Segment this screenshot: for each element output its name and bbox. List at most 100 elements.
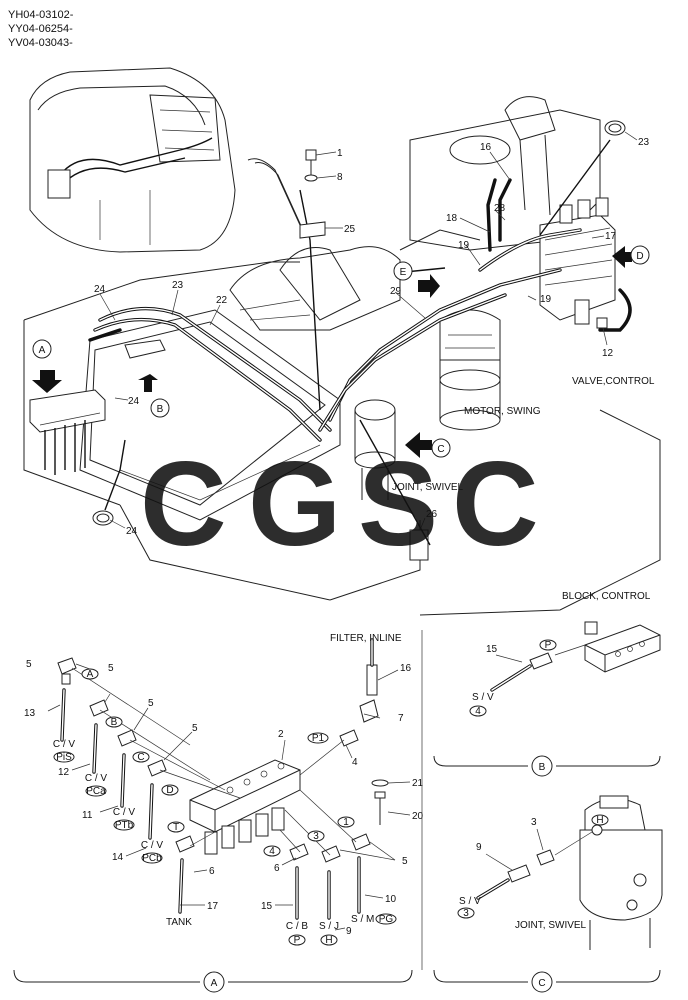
model-code-1: YH04-03102- (8, 9, 74, 21)
part-number-18: 18 (446, 213, 458, 224)
part-number-5-d: 5 (192, 723, 198, 734)
port-tag-d: D (161, 784, 179, 796)
callout-d: D (630, 245, 650, 265)
svg-text:C / V: C / V (141, 840, 164, 851)
svg-text:C: C (437, 444, 444, 455)
svg-text:S / V: S / V (459, 896, 481, 907)
label-block-control: BLOCK, CONTROL (562, 591, 651, 602)
part-number-19-b: 19 (540, 294, 552, 305)
section-a-detail: 5 5 5 5 5 13 12 11 14 2 16 7 4 21 20 6 6… (13, 633, 424, 993)
port-tag-p1: P1 (307, 732, 329, 744)
svg-text:D: D (636, 251, 643, 262)
svg-text:S / M: S / M (351, 914, 374, 925)
svg-text:3: 3 (463, 908, 469, 919)
callout-c: C (431, 438, 451, 458)
svg-text:P: P (294, 935, 301, 946)
part-number-3: 3 (531, 817, 537, 828)
part-number-5-a: 5 (26, 659, 32, 670)
label-valve-control: VALVE,CONTROL (572, 376, 655, 387)
svg-text:C / V: C / V (85, 773, 108, 784)
hose-tag-cb-p: C / B P (286, 921, 309, 946)
part-number-22: 22 (216, 295, 228, 306)
watermark-letter-1: C (140, 437, 227, 571)
port-tag-t: T (167, 821, 185, 833)
part-number-8: 8 (337, 172, 343, 183)
swing-motor (439, 309, 501, 431)
part-number-29: 29 (390, 286, 402, 297)
hose-tag-cv-pca: C / V PCa (85, 773, 108, 797)
model-code-3: YV04-03043- (8, 37, 73, 49)
part-number-7: 7 (398, 713, 404, 724)
section-a-labels: 5 5 5 5 5 13 12 11 14 2 16 7 4 21 20 6 6… (24, 633, 424, 946)
label-joint-swivel-c: JOINT, SWIVEL (515, 920, 587, 931)
part-number-20: 20 (412, 811, 424, 822)
hose-tag-cv-ptb: C / V PTb (113, 807, 136, 831)
elbow-fittings (57, 657, 379, 863)
svg-text:1: 1 (343, 817, 349, 828)
port-tag-a: A (81, 668, 99, 680)
section-a-guide-lines (47, 663, 411, 931)
svg-text:4: 4 (269, 846, 275, 857)
part-number-9-b: 9 (476, 842, 482, 853)
svg-text:B: B (111, 717, 118, 728)
watermark-letter-3: S (358, 437, 438, 571)
svg-text:C / V: C / V (113, 807, 136, 818)
swivel-joint (354, 399, 429, 561)
control-valve (539, 197, 616, 325)
part-number-24-b: 24 (128, 396, 140, 407)
part-number-16-b: 16 (400, 663, 412, 674)
block-control-b (584, 621, 661, 673)
port-tag-1: 1 (337, 816, 355, 828)
part-number-6-b: 6 (274, 863, 280, 874)
label-joint-swivel: JOINT, SWIVEL (392, 482, 464, 493)
svg-text:P1: P1 (312, 733, 325, 744)
label-filter-inline: FILTER, INLINE (330, 633, 402, 644)
part-number-23-top: 23 (638, 137, 650, 148)
part-number-5-e: 5 (402, 856, 408, 867)
watermark: C G S C (140, 437, 539, 571)
part-number-10: 10 (385, 894, 397, 905)
svg-text:H: H (596, 815, 603, 826)
callout-a: A (32, 339, 52, 359)
part-number-5-b: 5 (108, 663, 114, 674)
port-tag-p: P (539, 639, 557, 651)
section-a-hoses (60, 638, 374, 920)
svg-text:H: H (325, 935, 332, 946)
part-number-5-c: 5 (148, 698, 154, 709)
top-labels: 1 8 25 16 23 18 28 17 19 19 29 12 23 24 … (32, 137, 655, 602)
part-number-6-a: 6 (209, 866, 215, 877)
svg-text:PCb: PCb (142, 853, 162, 864)
svg-text:T: T (173, 822, 179, 833)
part-number-1: 1 (337, 148, 343, 159)
part-number-15-b: 15 (486, 644, 498, 655)
watermark-letter-4: C (452, 437, 539, 571)
port-tag-h: H (591, 814, 609, 826)
section-b-label: B (539, 762, 546, 773)
part-number-17: 17 (605, 231, 617, 242)
bolt-20-washer-21 (371, 779, 389, 825)
control-block-2 (189, 759, 301, 855)
part-number-24-a: 24 (94, 284, 106, 295)
part-number-9: 9 (346, 926, 352, 937)
section-a-bracket: A (13, 969, 413, 993)
part-number-11: 11 (82, 810, 93, 821)
svg-text:PG: PG (379, 914, 394, 925)
label-tank: TANK (166, 917, 192, 928)
section-c-label: C (538, 978, 545, 989)
svg-text:S / J: S / J (319, 921, 339, 932)
callout-b: B (150, 398, 170, 418)
svg-text:E: E (400, 267, 407, 278)
part-number-12-top: 12 (602, 348, 614, 359)
part-number-12: 12 (58, 767, 70, 778)
watermark-letter-2: G (248, 437, 341, 571)
svg-text:P: P (545, 640, 552, 651)
part-number-25: 25 (344, 224, 356, 235)
model-code-2: YY04-06254- (8, 23, 73, 35)
port-tag-c: C (132, 751, 150, 763)
svg-text:A: A (39, 345, 46, 356)
part-number-23: 23 (172, 280, 184, 291)
section-b-detail: P 15 S / V 4 B (433, 621, 661, 777)
model-codes: YH04-03102- YY04-06254- YV04-03043- (8, 9, 74, 49)
top-leader-lines (99, 131, 638, 531)
